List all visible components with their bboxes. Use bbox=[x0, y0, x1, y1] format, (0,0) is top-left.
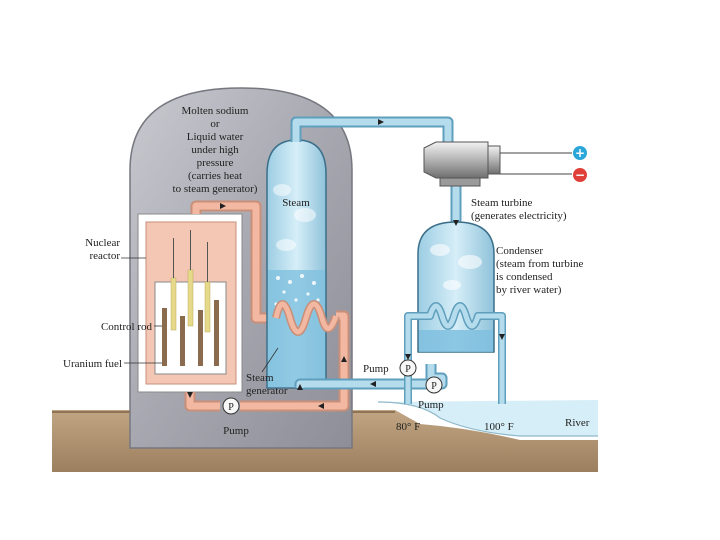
nuclear-reactor-label: Nuclear reactor bbox=[85, 237, 120, 262]
steam-turbine-label: Steam turbine (generates electricity) bbox=[471, 197, 567, 222]
svg-text:(generates electricity): (generates electricity) bbox=[471, 210, 567, 222]
svg-text:generator: generator bbox=[246, 385, 288, 397]
svg-text:Steam turbine: Steam turbine bbox=[471, 197, 533, 209]
condenser-label: Condenser (steam from turbine is condens… bbox=[496, 245, 583, 296]
svg-text:Condenser: Condenser bbox=[496, 245, 543, 257]
fuel-rods bbox=[162, 300, 219, 366]
primary-pump: P bbox=[222, 397, 240, 415]
steam-turbine bbox=[423, 141, 572, 187]
uranium-fuel-label: Uranium fuel bbox=[63, 358, 122, 370]
svg-text:is condensed: is condensed bbox=[496, 271, 553, 283]
svg-text:(steam from turbine: (steam from turbine bbox=[496, 258, 583, 270]
svg-text:under high: under high bbox=[191, 144, 239, 156]
svg-text:Nuclear: Nuclear bbox=[85, 237, 120, 249]
positive-terminal: + bbox=[573, 146, 587, 160]
svg-text:Molten sodium: Molten sodium bbox=[182, 105, 249, 117]
negative-terminal: − bbox=[573, 168, 587, 182]
svg-text:to steam generator): to steam generator) bbox=[173, 183, 258, 195]
condenser-tank bbox=[417, 221, 495, 353]
svg-text:Steam: Steam bbox=[246, 372, 274, 384]
pump-symbol: P bbox=[405, 364, 411, 375]
leader-lines bbox=[121, 257, 279, 373]
svg-text:Liquid water: Liquid water bbox=[187, 131, 244, 143]
pump-bottom-label: Pump bbox=[223, 425, 249, 437]
svg-text:or: or bbox=[210, 118, 220, 130]
condenser-coil bbox=[404, 302, 506, 404]
pump-symbol: P bbox=[228, 402, 234, 413]
steam-label: Steam bbox=[282, 197, 310, 209]
control-rod-label: Control rod bbox=[101, 321, 153, 333]
steam-generator-label: Steam generator bbox=[246, 372, 288, 397]
outlet-temperature: 100° F bbox=[484, 421, 514, 433]
coolant-label: Molten sodium or Liquid water under high… bbox=[173, 105, 258, 195]
pump-symbol: P bbox=[431, 381, 437, 392]
steam-generator-coil bbox=[272, 300, 340, 336]
plus-symbol: + bbox=[575, 146, 585, 160]
svg-text:(carries heat: (carries heat bbox=[188, 170, 242, 182]
river-pump: P bbox=[425, 376, 443, 394]
flow-arrows bbox=[187, 119, 505, 409]
mid-pump: P bbox=[399, 359, 417, 377]
pump-mid-label: Pump bbox=[363, 363, 389, 375]
control-rods bbox=[170, 230, 211, 333]
svg-text:reactor: reactor bbox=[89, 250, 120, 262]
river bbox=[377, 400, 598, 437]
svg-text:pressure: pressure bbox=[197, 157, 234, 169]
pump-right-label: Pump bbox=[418, 399, 444, 411]
inlet-temperature: 80° F bbox=[396, 421, 420, 433]
svg-text:by river water): by river water) bbox=[496, 284, 562, 296]
river-label: River bbox=[565, 417, 590, 429]
minus-symbol: − bbox=[575, 168, 585, 182]
